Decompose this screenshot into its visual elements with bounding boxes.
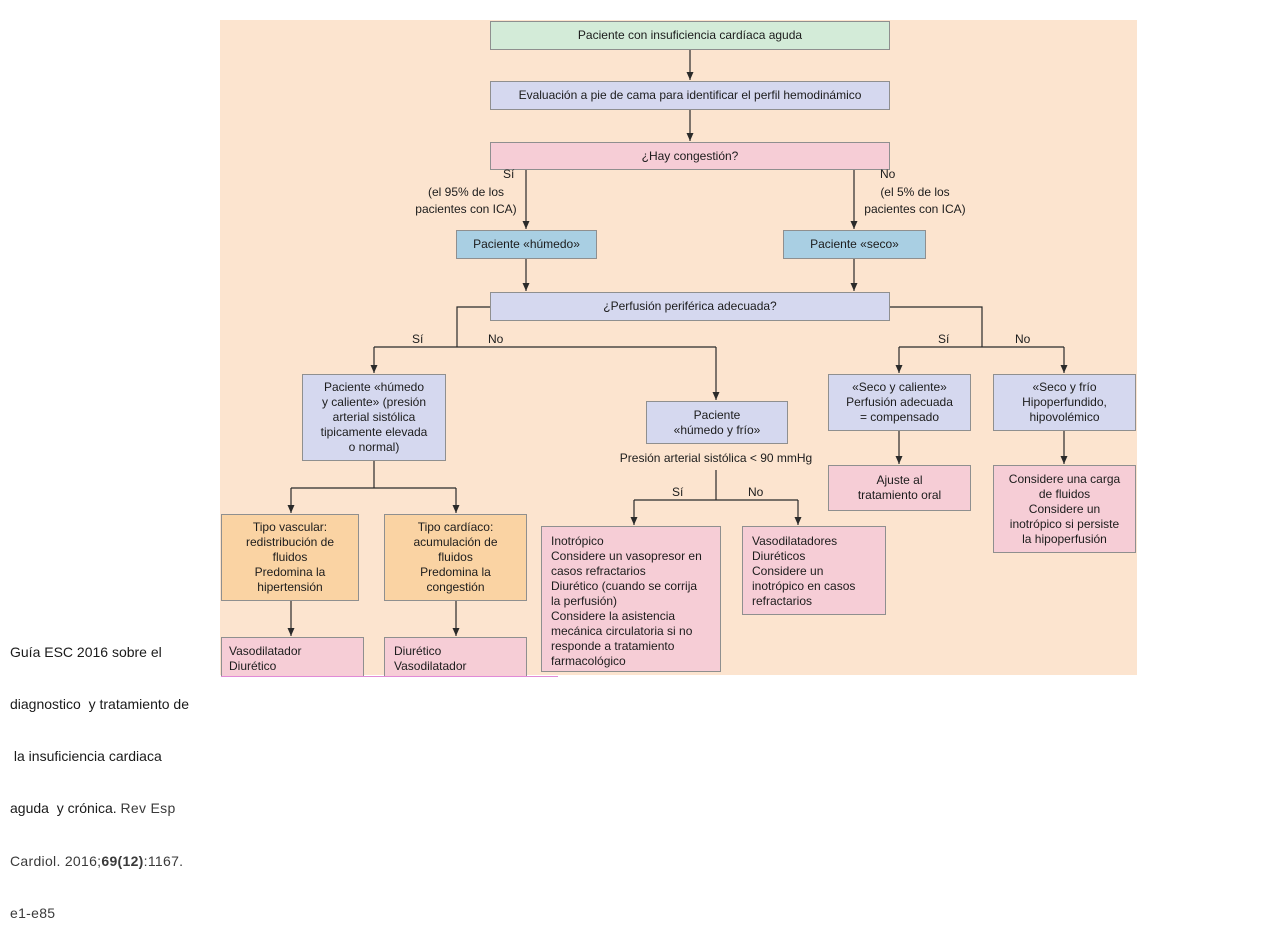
label-wet-perfusion-no: No xyxy=(488,332,504,346)
node-vascular-type-text: Tipo vascular: redistribución de fluidos… xyxy=(245,520,335,594)
label-congestion-yes-note: (el 95% de los pacientes con ICA) xyxy=(415,185,517,216)
node-congestion-question-text: ¿Hay congestión? xyxy=(641,148,739,163)
node-low-bp-treatment: Inotrópico Considere un vasopresor en ca… xyxy=(541,526,721,672)
node-dry-patient-text: Paciente «seco» xyxy=(810,237,899,251)
node-dry-warm: «Seco y caliente» Perfusión adecuada = c… xyxy=(828,374,971,431)
node-perfusion-question-text: ¿Perfusión periférica adecuada? xyxy=(603,299,777,313)
node-cardiac-type-text: Tipo cardíaco: acumulación de fluidos Pr… xyxy=(413,520,498,594)
node-normal-bp-treatment-text: Vasodilatadores Diuréticos Considere un … xyxy=(752,534,856,608)
node-vascular-type: Tipo vascular: redistribución de fluidos… xyxy=(221,514,359,601)
node-fluid-load-text: Considere una carga de fluidos Considere… xyxy=(1008,471,1121,546)
node-dry-patient: Paciente «seco» xyxy=(783,230,926,259)
label-congestion-no: No xyxy=(880,167,896,181)
citation-line-5: Cardiol. 2016;69(12):1167. xyxy=(10,853,189,870)
connector-perfusion-left xyxy=(456,306,490,347)
node-start: Paciente con insuficiencia cardíaca agud… xyxy=(490,21,890,50)
label-bp-no: No xyxy=(748,485,764,499)
node-low-bp-treatment-text: Inotrópico Considere un vasopresor en ca… xyxy=(551,534,702,668)
node-wet-warm-text: Paciente «húmedo y caliente» (presión ar… xyxy=(320,380,428,454)
node-vascular-treatment-text: Vasodilatador Diurético xyxy=(229,644,302,673)
connector-perfusion-right xyxy=(890,306,983,347)
node-fluid-load: Considere una carga de fluidos Considere… xyxy=(993,465,1136,553)
node-dry-warm-text: «Seco y caliente» Perfusión adecuada = c… xyxy=(846,380,953,424)
node-wet-cold: Paciente «húmedo y frío» xyxy=(646,401,788,444)
node-cardiac-type: Tipo cardíaco: acumulación de fluidos Pr… xyxy=(384,514,527,601)
label-congestion-no-note: (el 5% de los pacientes con ICA) xyxy=(864,185,966,216)
node-perfusion-question: ¿Perfusión periférica adecuada? xyxy=(490,292,890,321)
node-evaluation-text: Evaluación a pie de cama para identifica… xyxy=(518,88,862,102)
node-oral-adjustment: Ajuste al tratamiento oral xyxy=(828,465,971,511)
citation-line-4-text: aguda y crónica. xyxy=(10,800,121,817)
label-bp-yes: Sí xyxy=(672,485,684,499)
citation-journal: Rev Esp xyxy=(120,800,176,817)
label-bp-condition: Presión arterial sistólica < 90 mmHg xyxy=(619,451,813,465)
node-cardiac-treatment: Diurético Vasodilatador xyxy=(384,637,527,676)
citation-line-6: e1-e85 xyxy=(10,904,56,921)
node-wet-cold-text: Paciente «húmedo y frío» xyxy=(673,407,761,437)
citation-line-4: aguda y crónica. Rev Esp xyxy=(10,800,189,817)
label-dry-perfusion-yes: Sí xyxy=(938,332,950,346)
label-congestion-yes: Sí xyxy=(503,167,515,181)
node-wet-warm: Paciente «húmedo y caliente» (presión ar… xyxy=(302,374,446,461)
node-congestion-question: ¿Hay congestión? xyxy=(490,142,890,170)
node-dry-cold-text: «Seco y frío Hipoperfundido, hipovolémic… xyxy=(1022,380,1107,424)
node-cardiac-treatment-text: Diurético Vasodilatador xyxy=(394,644,467,673)
citation-journal-year: Cardiol. 2016; xyxy=(10,852,102,869)
source-citation: Guía ESC 2016 sobre el diagnostico y tra… xyxy=(10,609,189,940)
citation-pages: :1167. xyxy=(143,852,184,869)
citation-line-2: diagnostico y tratamiento de xyxy=(10,696,189,713)
label-wet-perfusion-yes: Sí xyxy=(412,332,424,346)
node-wet-patient: Paciente «húmedo» xyxy=(456,230,597,259)
node-dry-cold: «Seco y frío Hipoperfundido, hipovolémic… xyxy=(993,374,1136,431)
node-evaluation: Evaluación a pie de cama para identifica… xyxy=(490,81,890,110)
connectors xyxy=(287,50,1068,636)
node-oral-adjustment-text: Ajuste al tratamiento oral xyxy=(857,473,942,502)
citation-line-1: Guía ESC 2016 sobre el xyxy=(10,643,162,660)
node-vascular-treatment: Vasodilatador Diurético xyxy=(221,637,364,676)
citation-line-3: la insuficiencia cardiaca xyxy=(10,748,162,765)
bottom-rule xyxy=(221,676,558,677)
citation-volume: 69(12) xyxy=(101,852,144,869)
node-start-text: Paciente con insuficiencia cardíaca agud… xyxy=(577,28,803,42)
node-wet-patient-text: Paciente «húmedo» xyxy=(473,237,580,251)
label-dry-perfusion-no: No xyxy=(1015,332,1031,346)
node-normal-bp-treatment: Vasodilatadores Diuréticos Considere un … xyxy=(742,526,886,615)
